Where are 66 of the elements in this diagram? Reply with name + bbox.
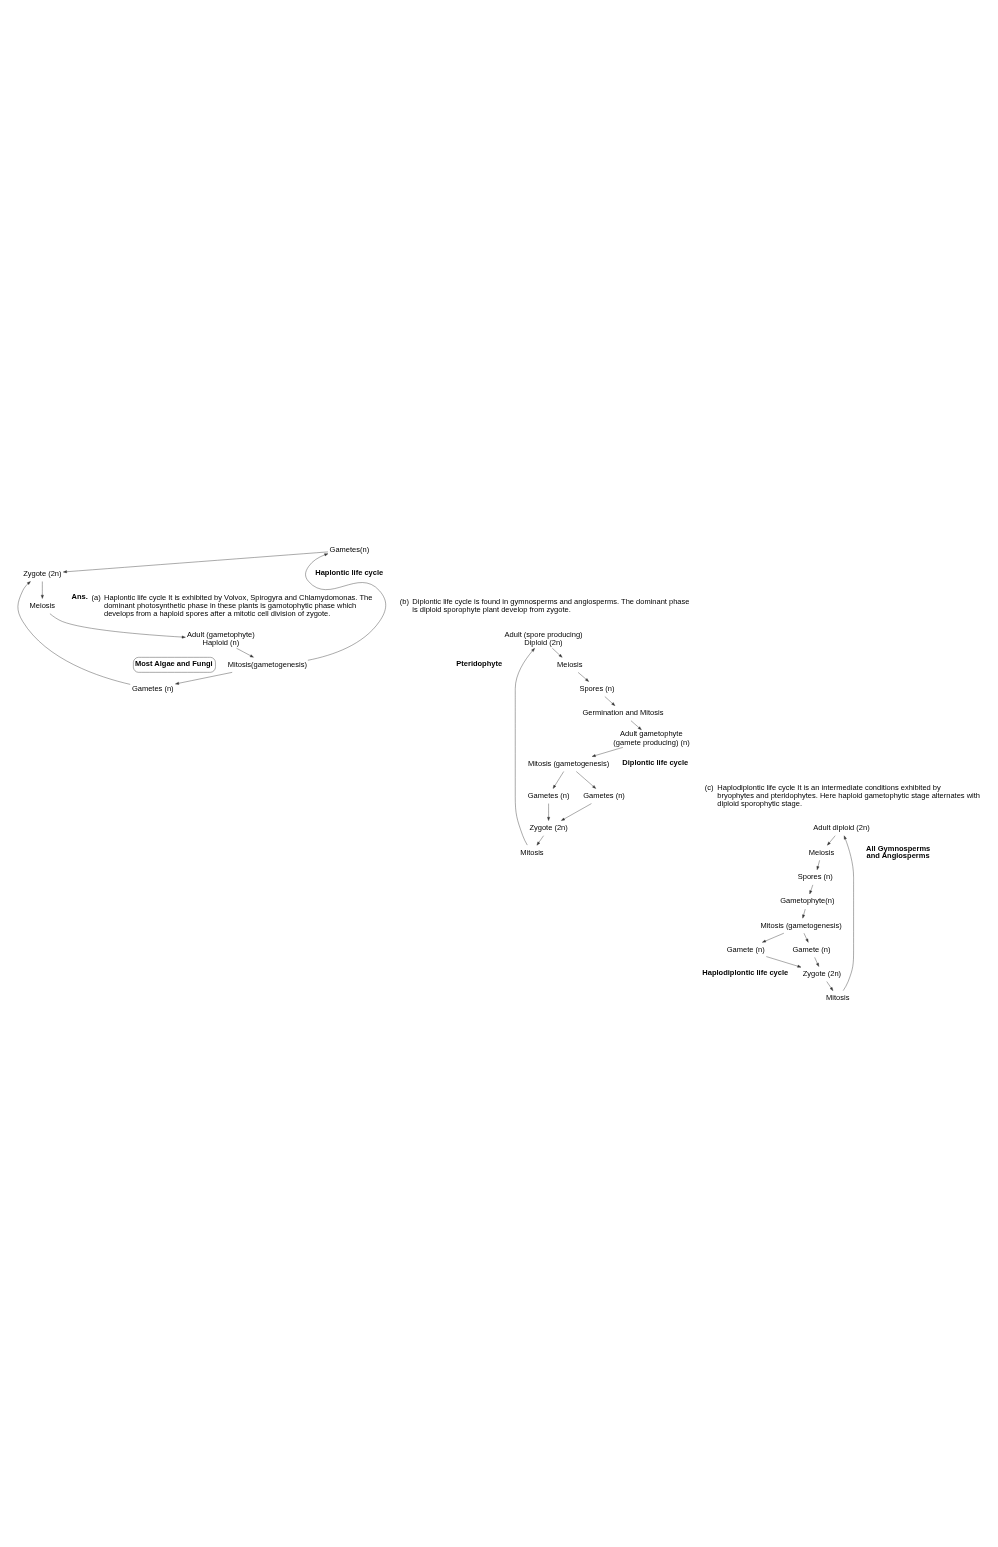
node-text: Adult gametophyte (gamete producing) (n) <box>613 728 690 747</box>
node-text: Adult diploid (2n) <box>813 822 870 832</box>
arrow <box>577 671 589 682</box>
arrow <box>766 955 802 968</box>
arrow <box>604 695 616 706</box>
label: Haplontic life cycle It is exhibited by Volvox, Spirogyra and Chlamydomonas. The dominant photosynthetic phase in these plants is gamotophytic phase which develops from a haploid spores after a mitotic cell division of zygote. <box>104 592 373 618</box>
arrow <box>803 932 809 943</box>
node-text: Gamete (n) <box>726 944 765 954</box>
node-text: Meiosis <box>557 659 583 669</box>
node-text: Adult (gametophyte) Haploid (n) <box>187 629 255 647</box>
arrow <box>826 980 834 991</box>
arrow <box>630 720 642 730</box>
arrow <box>809 884 814 894</box>
arrow <box>762 932 785 943</box>
arrow <box>63 551 329 573</box>
node-text: Mitosis (gametogenesis) <box>527 758 610 768</box>
arrow <box>842 835 854 991</box>
node-text: Mitosis <box>826 992 850 1002</box>
arrow <box>49 613 186 638</box>
arrow <box>576 770 596 789</box>
arrow <box>547 802 550 821</box>
node-text: Zygote (2n) <box>23 568 62 578</box>
arrow <box>814 956 819 967</box>
arrow <box>515 647 535 845</box>
arrow <box>552 647 563 658</box>
arrow <box>17 580 131 685</box>
node-text: Spores (n) <box>797 871 833 881</box>
label: Haplodiplontic life cycle <box>702 967 789 977</box>
node-text: Mitosis (gametogenesis) <box>760 920 842 929</box>
arrow <box>561 802 592 821</box>
label: Diplontic life cycle <box>622 757 689 767</box>
arrow <box>175 671 233 685</box>
node-text: Gametes (n) <box>583 790 625 800</box>
node-text: Meiosis <box>808 847 835 857</box>
arrow <box>236 647 254 657</box>
node-text: Gametophyte(n) <box>780 895 835 905</box>
label: Diplontic life cycle is found in gymnosperms and angiosperms. The dominant phase is diploid sporophyte plant develop from zygote. <box>412 596 690 614</box>
node-text: Zygote (2n) <box>529 822 568 832</box>
arrow <box>816 859 820 870</box>
node-text: Gametes (n) <box>131 683 174 693</box>
arrow <box>591 746 624 757</box>
arrow <box>40 580 44 599</box>
label: Pteridophyte <box>456 658 503 668</box>
node-text: Gametes (n) <box>527 790 570 800</box>
node-text: Adult (spore producing) Diploid (2n) <box>504 629 583 647</box>
label: Haplontic life cycle <box>315 567 384 577</box>
label: Ans. <box>71 591 88 601</box>
node-text: Germination and Mitosis <box>582 707 664 717</box>
node-text: Gamete (n) <box>792 944 831 954</box>
arrow <box>305 553 386 660</box>
node-text: Mitosis(gametogenesis) <box>227 659 307 669</box>
arrow <box>827 835 836 845</box>
arrow <box>552 770 564 789</box>
label: (a) <box>91 592 101 602</box>
node-text: Zygote (2n) <box>802 968 842 978</box>
label: All Gymnosperms and Angiosperms <box>866 843 931 860</box>
label: (c) <box>704 782 714 792</box>
arrow <box>536 835 544 845</box>
node-text: Spores (n) <box>579 683 615 693</box>
node-text: Mitosis <box>520 847 544 857</box>
node-box: Most Algae and Fungi <box>133 656 216 673</box>
node-text: Gametes(n) <box>329 544 370 554</box>
label: (b) <box>399 596 410 606</box>
arrow <box>802 908 806 918</box>
label: Haplodiplontic life cycle It is an intermediate conditions exhibited by bryophytes and pteridophytes. Here haploid gametophytic stage alternates with diploid sporophytic stage. <box>717 782 981 808</box>
node-text: Meiosis <box>29 600 56 610</box>
